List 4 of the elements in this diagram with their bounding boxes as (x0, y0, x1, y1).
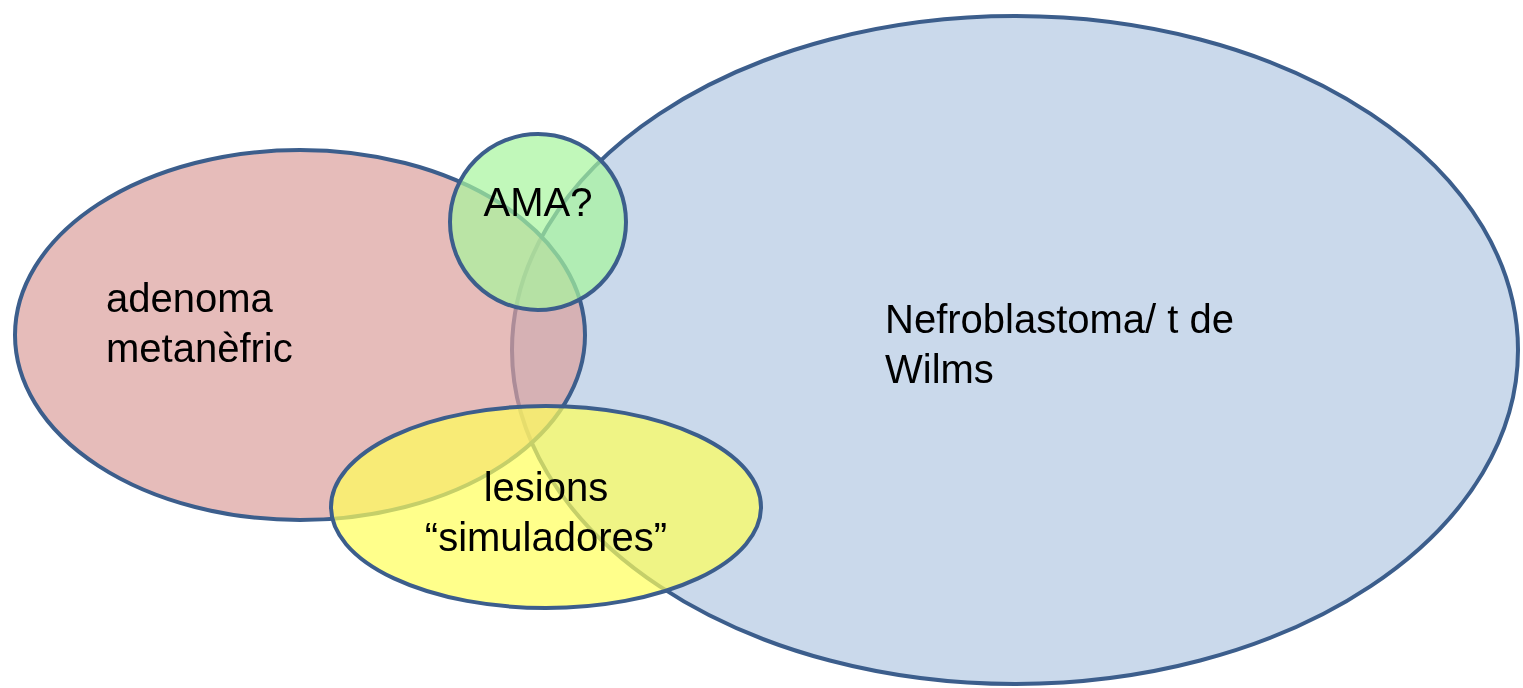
set-label: Nefroblastoma/ t de Wilms (885, 296, 1236, 393)
set-label: lesions “simuladores” (423, 464, 669, 561)
set-label: AMA? (482, 179, 594, 226)
set-label: adenoma metanèfric (106, 275, 294, 372)
